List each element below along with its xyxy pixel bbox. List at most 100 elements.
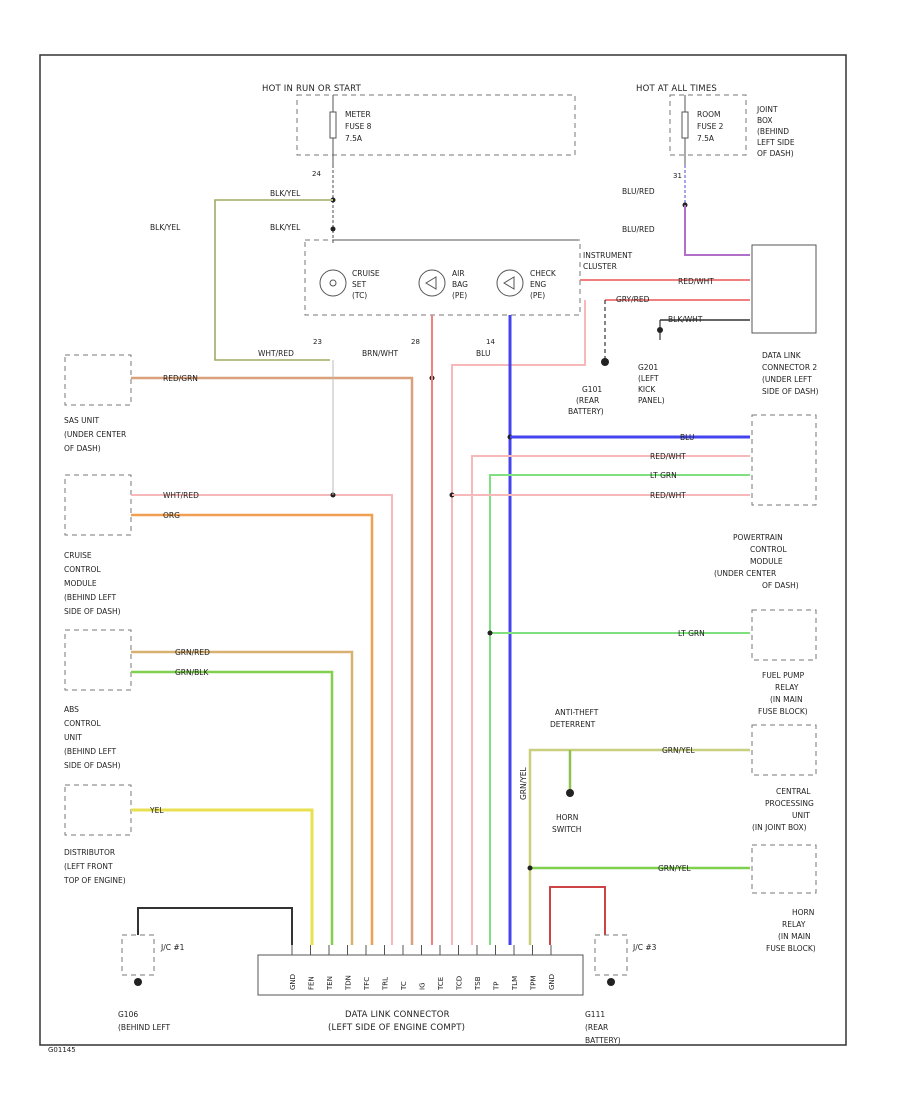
dist-3: TOP OF ENGINE) — [63, 876, 126, 885]
cpu-3: UNIT — [792, 811, 810, 820]
g101b-2: (REAR — [585, 1023, 608, 1032]
ground-jc-right-box — [594, 934, 628, 976]
fuse-room-line3: 7.5A — [697, 134, 715, 143]
horn-switch-1: HORN — [556, 813, 578, 822]
wire-label-lt-grn: LT GRN — [650, 471, 677, 480]
dlc-pin-label: TCE — [437, 977, 445, 991]
dlc-pin-label: FEN — [308, 976, 316, 990]
wire-label-grn-red: GRN/RED — [175, 648, 210, 657]
dlc-pin-label: GND — [548, 974, 556, 990]
pin-label: 28 — [411, 338, 420, 346]
g101-1: G101 — [582, 385, 602, 394]
dlc-pin-label: TC — [400, 981, 408, 991]
pcm-5: OF DASH) — [762, 581, 799, 590]
dlc2-4: SIDE OF DASH) — [762, 387, 819, 396]
wire-label-blk-yel-3: BLK/YEL — [150, 223, 181, 232]
rail-label-left: HOT IN RUN OR START — [262, 84, 362, 94]
g201-1: G201 — [638, 363, 658, 372]
dlc-pin-label: IG — [419, 983, 427, 991]
dlc-pin-stubs — [291, 945, 552, 955]
fuse-box-room — [669, 94, 747, 156]
cluster-label-2: CLUSTER — [583, 262, 617, 271]
joint-box-line3: (BEHIND — [757, 127, 789, 136]
pin-label: 23 — [313, 338, 322, 346]
cpu-1: CENTRAL — [776, 787, 811, 796]
cruise-5: SIDE OF DASH) — [64, 607, 121, 616]
g201-2: (LEFT — [638, 374, 659, 383]
cruise-4: (BEHIND LEFT — [64, 593, 117, 602]
abs-2: CONTROL — [64, 719, 101, 728]
cruise-1: CRUISE — [64, 551, 92, 560]
connector-box-cpu — [751, 244, 817, 334]
anti-theft-1: ANTI-THEFT — [555, 708, 599, 717]
wire-label-blu-red-2: BLU/RED — [622, 225, 655, 234]
sas-3: OF DASH) — [64, 444, 101, 453]
joint-box-line1: JOINT — [756, 105, 778, 114]
wire-label-blu-red-1: BLU/RED — [622, 187, 655, 196]
cruise-module-box — [64, 474, 132, 536]
dist-2: (LEFT FRONT — [64, 862, 113, 871]
wire-label-wht-red: WHT/RED — [258, 349, 294, 358]
rail-label-right: HOT AT ALL TIMES — [636, 84, 717, 94]
gnd-label-left: J/C #1 — [160, 943, 185, 952]
footer-code: G01145 — [48, 1046, 76, 1054]
dlc-title-1: DATA LINK CONNECTOR — [345, 1010, 450, 1020]
horn-relay-4: FUSE BLOCK) — [766, 944, 816, 953]
fuse-icon — [329, 111, 337, 139]
lamp-abs-2: BAG — [452, 280, 468, 289]
wire-label-grn-yel-2: GRN/YEL — [519, 767, 528, 800]
fpr-1: FUEL PUMP — [762, 671, 805, 680]
cruise-3: MODULE — [64, 579, 97, 588]
g101-3: BATTERY) — [568, 407, 604, 416]
fuse-icon — [681, 111, 689, 139]
fuse-meter-line3: 7.5A — [345, 134, 363, 143]
abs-5: SIDE OF DASH) — [64, 761, 121, 770]
ground-icon — [134, 978, 142, 986]
dlc-pin-label: TEN — [326, 976, 334, 991]
lamp-abs-icon — [418, 269, 446, 297]
g101-2: (REAR — [576, 396, 599, 405]
g101b-1: G111 — [585, 1010, 605, 1019]
wire-label-grn-yel: GRN/YEL — [662, 746, 695, 755]
ground-icon — [601, 358, 609, 366]
lamp-cruise-icon — [319, 269, 347, 297]
pin-label: 14 — [486, 338, 495, 346]
wire-label-grn-yel-3: GRN/YEL — [658, 864, 691, 873]
lamp-check-icon — [496, 269, 524, 297]
fuse-box-meter — [296, 94, 576, 156]
sas-unit-box — [64, 354, 132, 406]
joint-box-line4: LEFT SIDE — [757, 138, 795, 147]
wire-label-blu: BLU — [680, 433, 694, 442]
fuse-meter-line1: METER — [345, 110, 371, 119]
anti-theft-2: DETERRENT — [550, 720, 596, 729]
gnd-label-right: J/C #3 — [632, 943, 657, 952]
abs-4: (BEHIND LEFT — [64, 747, 117, 756]
pin-label: 24 — [312, 170, 321, 178]
pcm-3: MODULE — [750, 557, 783, 566]
fuel-pump-relay-box — [751, 724, 817, 776]
fpr-4: FUSE BLOCK) — [758, 707, 808, 716]
data-link-2-box — [751, 414, 817, 506]
cluster-label-1: INSTRUMENT — [583, 251, 633, 260]
horn-relay-1: HORN — [792, 908, 814, 917]
abs-3: UNIT — [64, 733, 82, 742]
fpr-2: RELAY — [775, 683, 799, 692]
dlc-title-2: (LEFT SIDE OF ENGINE COMPT) — [328, 1023, 465, 1033]
abs-unit-box — [64, 629, 132, 691]
lamp-check-2: ENG — [530, 280, 546, 289]
dlc-pin-label: TLM — [511, 976, 519, 991]
wire-label-blk-wht: BLK/WHT — [668, 315, 703, 324]
lamp-check-3: (PE) — [530, 291, 545, 300]
lamp-abs-1: AIR — [452, 269, 465, 278]
g201-3: KICK — [638, 385, 656, 394]
fuse-meter-line2: FUSE 8 — [345, 122, 372, 131]
fuse-room-line1: ROOM — [697, 110, 721, 119]
g101b-3: BATTERY) — [585, 1036, 621, 1045]
lamp-cruise-2: SET — [352, 280, 366, 289]
data-link-connector — [257, 954, 584, 996]
cpu-4: (IN JOINT BOX) — [752, 823, 807, 832]
lamp-cruise-1: CRUISE — [352, 269, 380, 278]
wire-label-blk-yel-1: BLK/YEL — [270, 189, 301, 198]
dlc2-3: (UNDER LEFT — [762, 375, 812, 384]
